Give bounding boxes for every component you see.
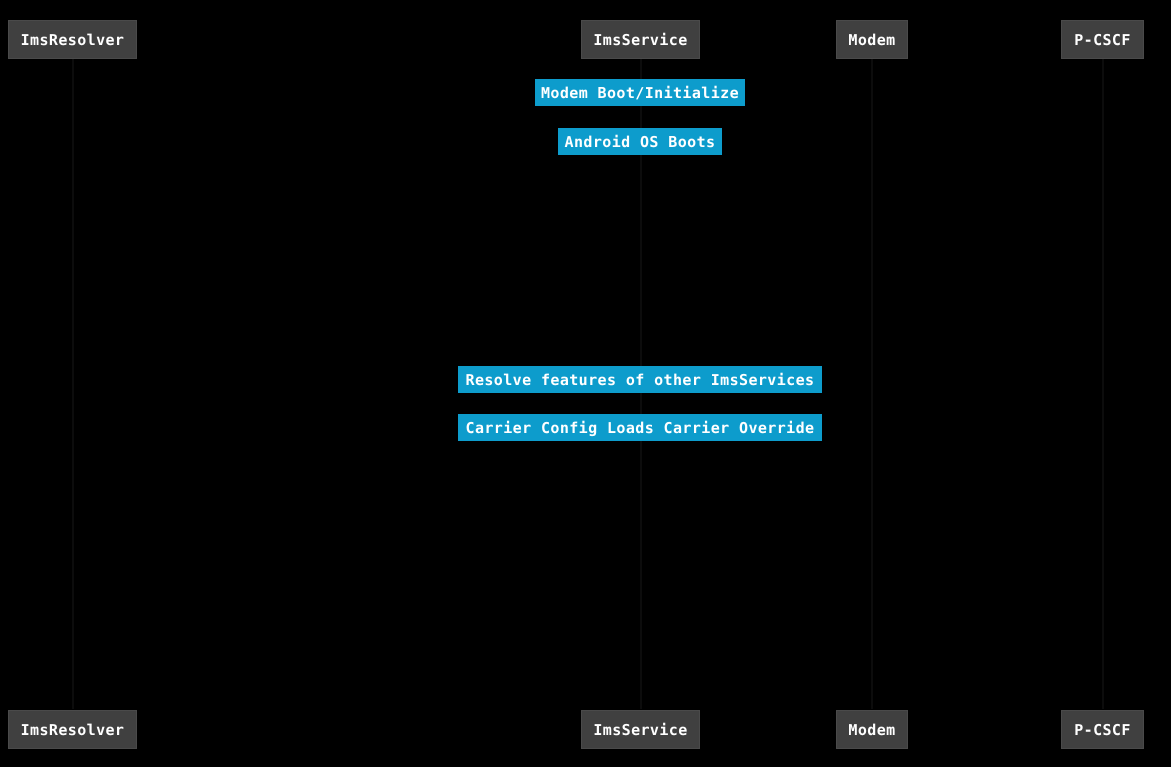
participant-top-ims-resolver[interactable]: ImsResolver [8, 20, 137, 59]
participant-bottom-p-cscf[interactable]: P-CSCF [1061, 710, 1144, 749]
lifeline-modem [871, 58, 873, 709]
note-carrier-config-loads-carrier-override[interactable]: Carrier Config Loads Carrier Override [458, 414, 822, 441]
participant-top-p-cscf[interactable]: P-CSCF [1061, 20, 1144, 59]
note-android-os-boots[interactable]: Android OS Boots [558, 128, 722, 155]
note-modem-boot-initialize[interactable]: Modem Boot/Initialize [535, 79, 745, 106]
participant-top-modem[interactable]: Modem [836, 20, 908, 59]
participant-bottom-ims-service[interactable]: ImsService [581, 710, 700, 749]
note-resolve-features-of-other-imsservices[interactable]: Resolve features of other ImsServices [458, 366, 822, 393]
participant-bottom-modem[interactable]: Modem [836, 710, 908, 749]
lifeline-p-cscf [1102, 58, 1104, 709]
participant-top-ims-service[interactable]: ImsService [581, 20, 700, 59]
lifeline-ims-resolver [72, 58, 74, 709]
participant-bottom-ims-resolver[interactable]: ImsResolver [8, 710, 137, 749]
